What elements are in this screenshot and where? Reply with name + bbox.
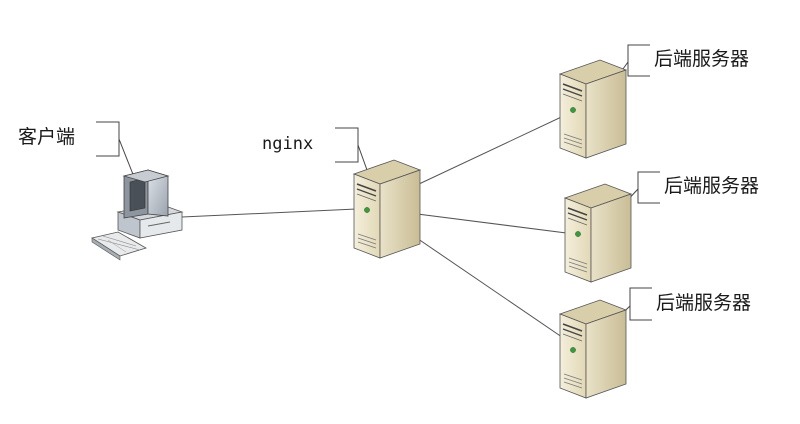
- client-label: 客户端: [18, 126, 76, 148]
- nginx-label-bracket: [335, 127, 359, 163]
- client-label-bracket: [96, 121, 120, 157]
- backend-server-2-icon: [564, 183, 632, 283]
- backend-server-1-icon: [559, 59, 627, 159]
- client-to-nginx-line: [181, 207, 379, 218]
- nginx-label: nginx: [262, 134, 314, 154]
- backend-1-label: 后端服务器: [654, 48, 750, 70]
- backend-1-label-bracket: [627, 44, 650, 77]
- backend-3-label: 后端服务器: [656, 292, 752, 314]
- backend-2-label: 后端服务器: [664, 175, 760, 197]
- backend-server-3-icon: [559, 299, 627, 399]
- nginx-server-icon: [353, 159, 421, 259]
- backend-3-label-bracket: [629, 287, 652, 321]
- client-computer-icon: [90, 169, 184, 261]
- backend-2-label-bracket: [637, 171, 660, 204]
